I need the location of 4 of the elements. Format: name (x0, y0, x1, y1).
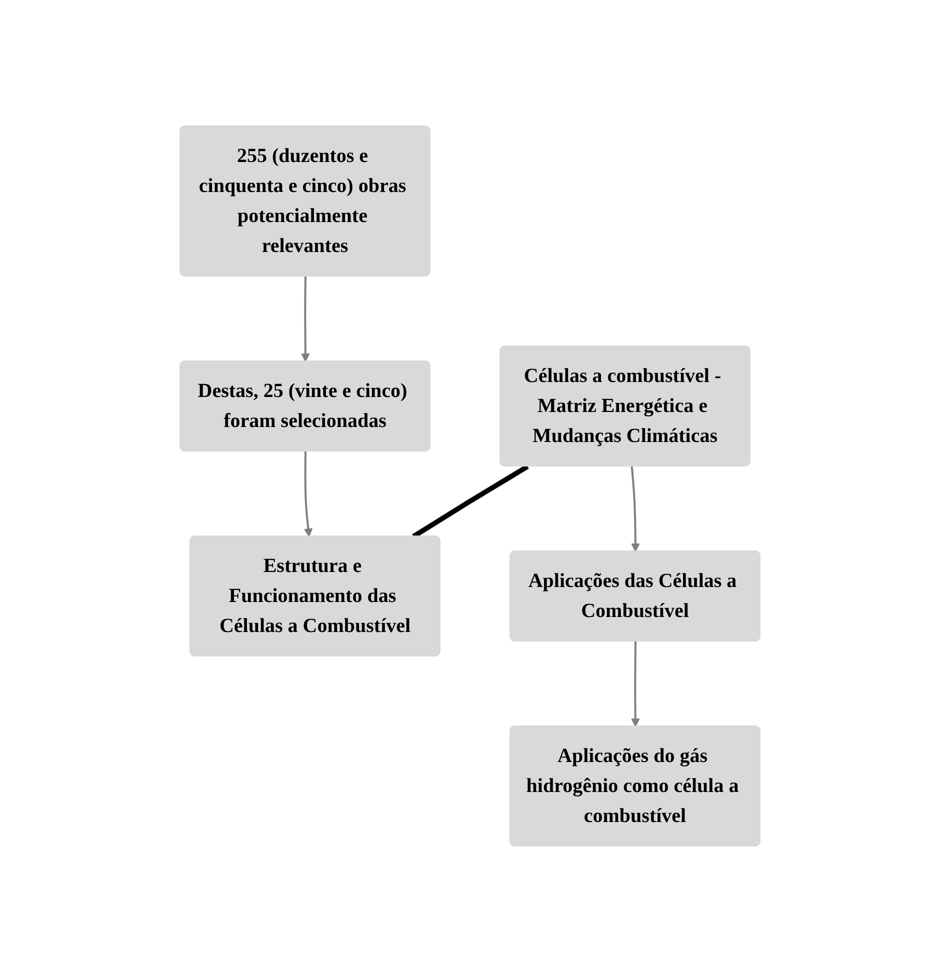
arrow (630, 466, 640, 552)
arrow (304, 450, 313, 536)
arrow (631, 640, 640, 726)
arrow (301, 276, 310, 362)
